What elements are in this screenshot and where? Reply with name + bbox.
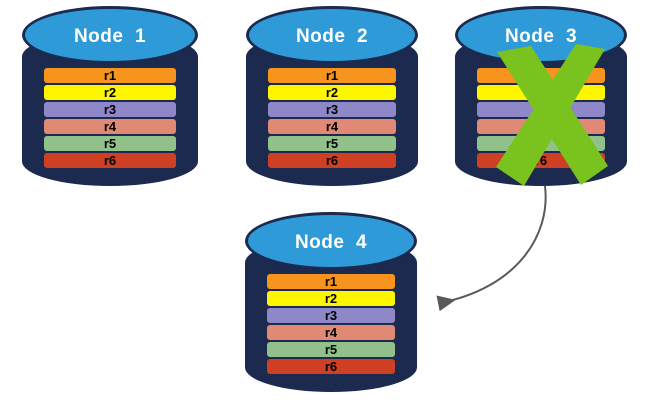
row-bar: r3 [268, 102, 396, 117]
row-bar: r3 [44, 102, 176, 117]
row-bar: r2 [268, 85, 396, 100]
row-bar: r2 [44, 85, 176, 100]
row-bar: r4 [477, 119, 605, 134]
node-2-cylinder-top [246, 6, 418, 64]
row-bar: r2 [477, 85, 605, 100]
node-1-rows: r1 r2 r3 r4 r5 r6 [22, 68, 198, 168]
row-bar: r6 [267, 359, 395, 374]
row-bar: r5 [268, 136, 396, 151]
row-bar: r5 [44, 136, 176, 151]
row-bar: r4 [267, 325, 395, 340]
node-3-rows: r1 r2 r3 r4 r5 r6 [455, 68, 627, 168]
row-bar: r5 [477, 136, 605, 151]
row-bar: r3 [267, 308, 395, 323]
node-1-cylinder-top [22, 6, 198, 64]
row-bar: r1 [44, 68, 176, 83]
row-bar: r6 [268, 153, 396, 168]
row-bar: r1 [477, 68, 605, 83]
node-2-rows: r1 r2 r3 r4 r5 r6 [246, 68, 418, 168]
row-bar: r3 [477, 102, 605, 117]
row-bar: r1 [268, 68, 396, 83]
row-bar: r4 [268, 119, 396, 134]
node-4-cylinder-top [245, 212, 417, 270]
row-bar: r5 [267, 342, 395, 357]
row-bar: r2 [267, 291, 395, 306]
node-3-cylinder-top [455, 6, 627, 64]
row-bar: r4 [44, 119, 176, 134]
node-4-rows: r1 r2 r3 r4 r5 r6 [245, 274, 417, 374]
row-bar: r6 [477, 153, 605, 168]
row-bar: r6 [44, 153, 176, 168]
row-bar: r1 [267, 274, 395, 289]
